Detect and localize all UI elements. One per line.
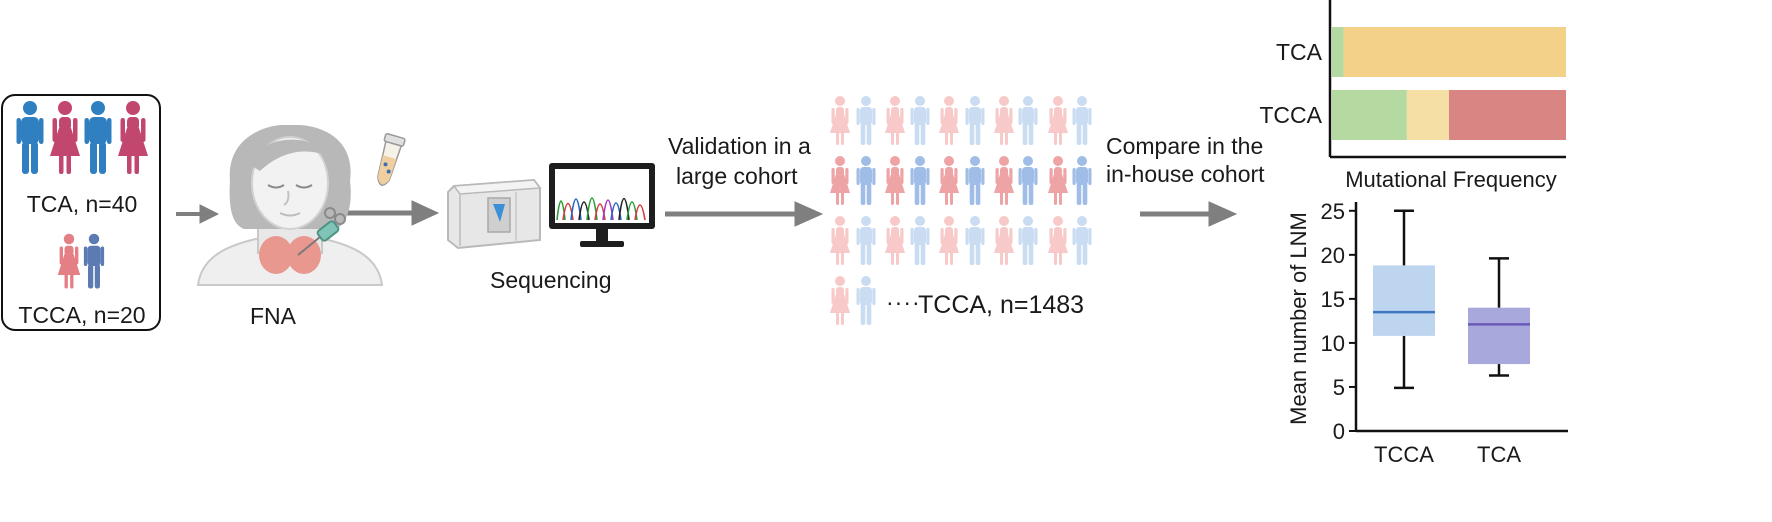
large-cohort-label: TCCA, n=1483 — [918, 291, 1085, 319]
category-label: TCA — [1276, 39, 1323, 65]
category-label: TCCA — [1374, 442, 1434, 467]
arrow-icon — [176, 204, 220, 224]
y-tick-label: 10 — [1321, 331, 1345, 356]
x-axis-title: Mutational Frequency — [1345, 167, 1557, 192]
category-label: TCCA — [1259, 102, 1322, 128]
compare-label-line1: Compare in the — [1106, 133, 1264, 159]
y-tick-label: 15 — [1321, 287, 1345, 312]
sequencer-machine-icon — [447, 178, 542, 250]
syringe-icon — [297, 207, 346, 256]
validation-label-line1: Validation in a — [668, 133, 811, 159]
validation-label-line2: large cohort — [676, 163, 798, 189]
bar-segment — [1332, 90, 1407, 140]
sample-tube-icon — [377, 133, 406, 186]
patient-fna-illustration — [196, 125, 384, 286]
compare-label-line2: in-house cohort — [1106, 161, 1265, 187]
arrow-icon — [340, 200, 440, 226]
people-row-3 — [830, 216, 1092, 265]
y-tick-label: 0 — [1333, 419, 1345, 444]
category-label: TCA — [1477, 442, 1521, 467]
bar-segment — [1343, 27, 1566, 77]
bar-segment — [1449, 90, 1566, 140]
sequencing-label: Sequencing — [490, 267, 612, 293]
cohort-box — [1, 94, 161, 331]
fna-label: FNA — [250, 303, 296, 329]
ellipsis-dots: ···· — [886, 289, 921, 315]
people-row-2 — [830, 156, 1092, 205]
tca-count-label: TCA, n=40 — [26, 191, 138, 217]
y-tick-label: 5 — [1333, 375, 1345, 400]
y-tick-label: 25 — [1321, 199, 1345, 224]
box-iqr — [1373, 265, 1435, 336]
bar-segment — [1332, 27, 1344, 77]
bar-segment — [1406, 90, 1449, 140]
mutational-frequency-chart: TCA TCCA Mutational Frequency — [1259, 0, 1566, 192]
chromatogram-monitor-icon — [549, 163, 655, 247]
box-iqr — [1468, 307, 1530, 365]
thyroid-icon — [259, 236, 321, 274]
arrow-icon — [1140, 201, 1238, 227]
y-axis-title: Mean number of LNM — [1286, 212, 1311, 425]
people-row-1 — [830, 96, 1092, 145]
people-row-4 — [830, 276, 876, 325]
tcca-count-label: TCCA, n=20 — [18, 302, 146, 328]
y-tick-label: 20 — [1321, 243, 1345, 268]
arrow-icon — [665, 201, 824, 227]
